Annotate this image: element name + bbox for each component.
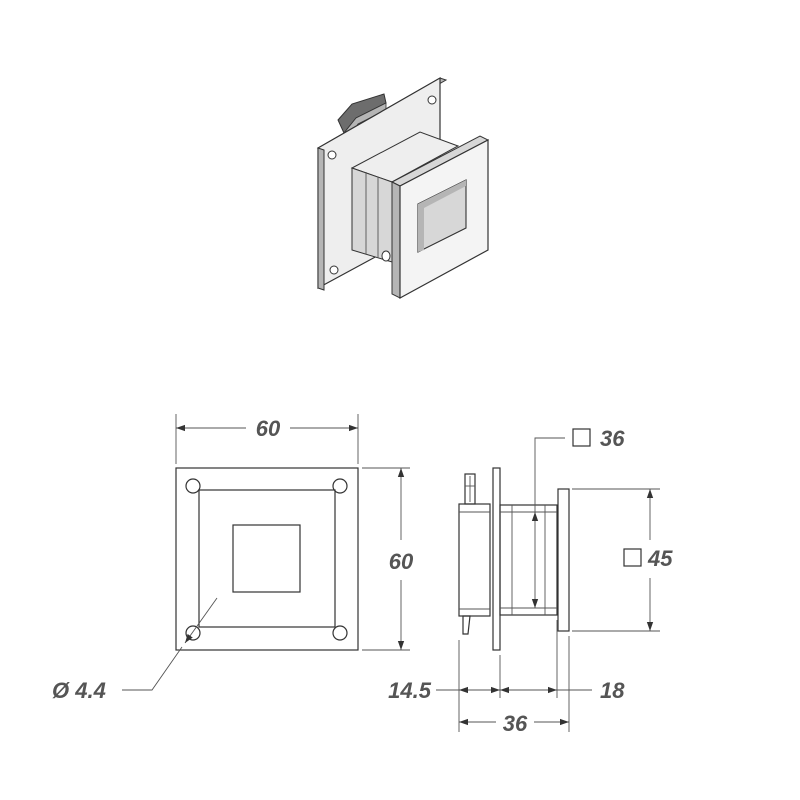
front-square-opening bbox=[232, 524, 301, 593]
iso-hole-top-right bbox=[427, 95, 437, 105]
width-dimension-label: 60 bbox=[256, 416, 281, 441]
hole-diameter-leader bbox=[122, 646, 183, 691]
side-view: 36 45 14.5 18 36 bbox=[388, 426, 673, 736]
iso-front-flange-left-edge bbox=[391, 181, 401, 299]
front-hole-bottom-right bbox=[332, 625, 348, 641]
front-hole-top-right bbox=[332, 478, 348, 494]
front-plate-outline bbox=[175, 467, 359, 651]
square45-label: 45 bbox=[647, 546, 673, 571]
depth-base-label: 14.5 bbox=[388, 678, 432, 703]
side-front-flange bbox=[557, 488, 570, 632]
isometric-view bbox=[316, 76, 490, 300]
depth-total-label: 36 bbox=[503, 711, 528, 736]
iso-hole-top-left bbox=[327, 150, 337, 160]
iso-set-screw bbox=[381, 250, 391, 262]
side-mounting-plate bbox=[492, 467, 501, 651]
front-flange-outline bbox=[198, 489, 336, 628]
front-hole-top-left bbox=[185, 478, 201, 494]
square36-symbol bbox=[572, 428, 591, 447]
depth-flange-label: 18 bbox=[600, 678, 625, 703]
square36-label: 36 bbox=[600, 426, 625, 451]
front-view: 60 60 Ø 4.4 bbox=[52, 414, 414, 703]
side-square-body bbox=[499, 504, 558, 616]
square45-symbol bbox=[623, 548, 642, 567]
side-bottom-tab bbox=[462, 615, 471, 635]
side-rear-body bbox=[458, 503, 491, 617]
iso-hole-bottom-left bbox=[329, 265, 339, 275]
hole-diameter-label: Ø 4.4 bbox=[52, 678, 106, 703]
iso-body-side bbox=[351, 167, 393, 263]
height-dimension-label: 60 bbox=[389, 549, 414, 574]
front-hole-bottom-left bbox=[185, 625, 201, 641]
